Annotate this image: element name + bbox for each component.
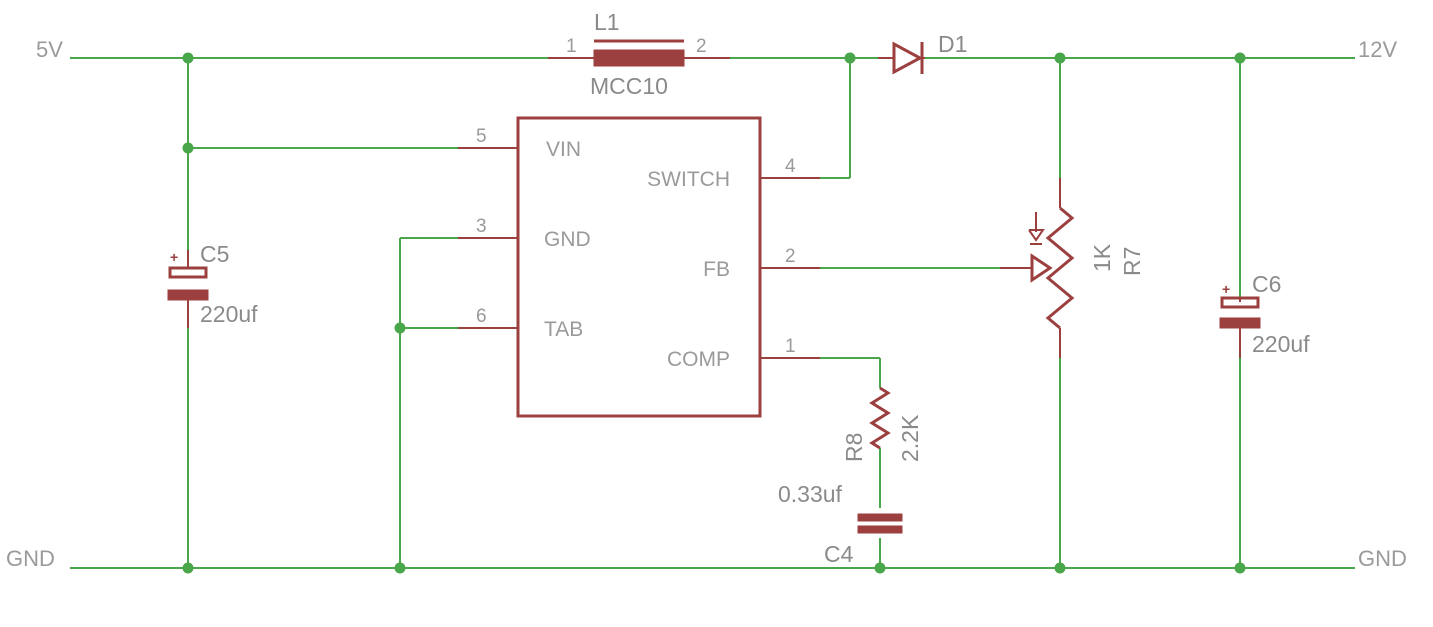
c6-value: 220uf [1252,331,1310,357]
ic-pin-name: GND [544,228,591,251]
junction [394,322,406,334]
capacitor-c4: 0.33uf C4 [778,481,903,567]
ic-pin-number: 1 [785,336,796,357]
c5-value: 220uf [200,301,258,327]
r8-refdes: R8 [841,433,867,462]
ic-pin-number: 6 [476,306,487,327]
inductor-l1: 1 2 L1 MCC10 [548,9,730,99]
regulator-ic: 5 3 6 4 2 1 VIN GND TAB SWITCH FB COMP [458,116,820,418]
junction [1054,562,1066,574]
ic-pin-name: SWITCH [647,168,730,191]
ic-pin-number: 5 [476,126,487,147]
ic-pin-name: VIN [546,138,581,161]
c6-plate-negative [1219,317,1261,329]
c5-plate-positive [168,266,208,279]
c5-refdes: C5 [200,241,229,267]
d1-refdes: D1 [938,31,967,57]
junction [1234,562,1246,574]
c6-plate-positive [1220,296,1260,309]
r8-zigzag [869,386,891,450]
r7-zigzag [1045,206,1075,330]
r7-refdes: R7 [1119,247,1145,276]
ic-pin-number: 4 [785,156,796,177]
r7-value: 1K [1089,243,1115,272]
junction [1234,52,1246,64]
c4-value: 0.33uf [778,481,843,507]
ic-pin-number: 2 [785,246,796,267]
wires [70,57,1355,569]
c4-plate-bottom [857,525,903,534]
junction [182,562,194,574]
r7-adjust-arrow [1028,229,1045,242]
d1-triangle [892,41,924,75]
ic-pin-number: 3 [476,216,487,237]
diode-d1: D1 [878,31,967,75]
r8-value: 2.2K [897,414,923,462]
l1-pin-number: 1 [566,36,577,57]
c6-refdes: C6 [1252,271,1281,297]
capacitor-c6: + C6 220uf [1219,271,1310,358]
ic-pin-name: TAB [544,318,583,341]
resistor-r8: R8 2.2K [841,386,923,462]
c6-polarity: + [1222,281,1230,297]
junction [1054,52,1066,64]
junction [874,562,886,574]
l1-pin-number: 2 [696,36,707,57]
junction [844,52,856,64]
c4-refdes: C4 [824,541,854,567]
l1-refdes: L1 [594,9,620,35]
potentiometer-r7: 1K R7 [1000,178,1145,358]
c5-plate-negative [167,289,209,301]
c4-plate-top [857,513,903,522]
r7-wiper-arrow [1030,253,1053,283]
junctions [182,52,1246,574]
net-label-12v: 12V [1358,37,1397,62]
ic-pin-name: COMP [667,348,730,371]
net-label-gnd-right: GND [1358,546,1407,571]
l1-body [593,49,685,67]
ic-pin-name: FB [703,258,730,281]
net-label-gnd-left: GND [6,546,55,571]
l1-value: MCC10 [590,73,668,99]
junction [394,562,406,574]
capacitor-c5: + C5 220uf [167,241,258,328]
net-label-5v: 5V [36,37,63,62]
junction [182,142,194,154]
c5-polarity: + [170,249,178,265]
junction [182,52,194,64]
